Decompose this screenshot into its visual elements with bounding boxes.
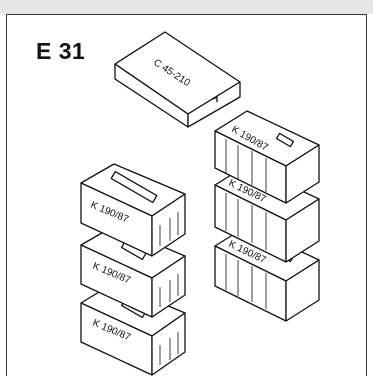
figure-title: E 31 <box>36 38 86 64</box>
top-band <box>0 0 373 14</box>
k-block-left-2: K 190/87 <box>80 225 186 318</box>
cover-block: C 45-210 <box>114 31 241 128</box>
k-block-left-1: K 190/87 <box>80 163 186 257</box>
k-block-right-1: K 190/87 <box>214 110 320 204</box>
